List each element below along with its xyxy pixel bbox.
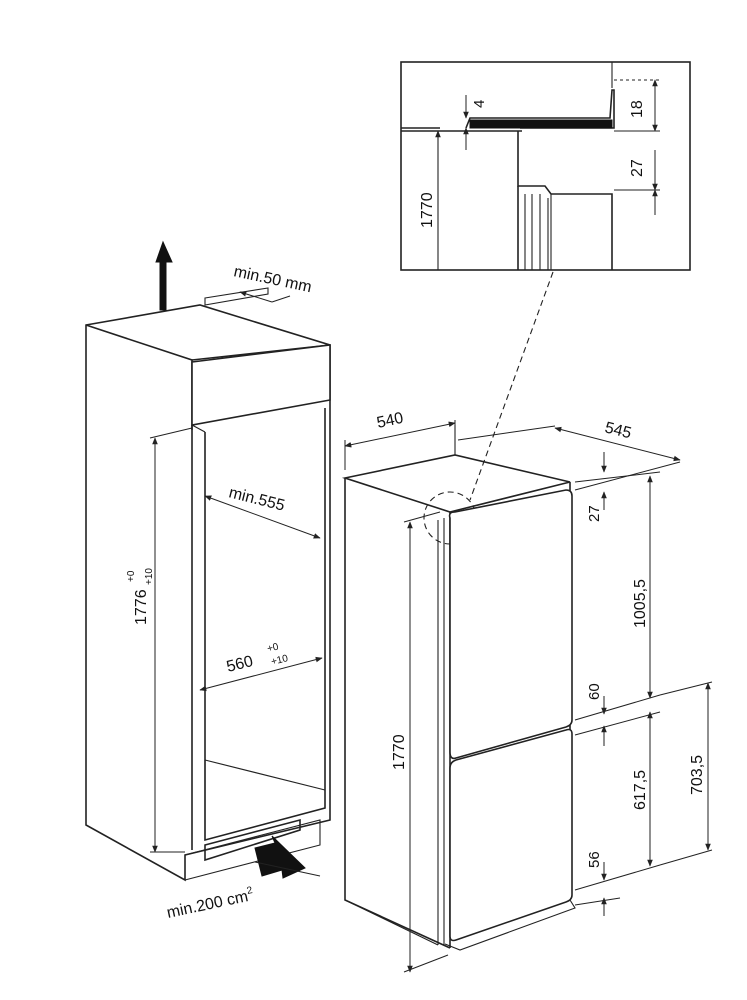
- appliance: 540 545 1770 27 1005,5 60 617,5: [341, 410, 713, 973]
- niche-height-tol-top: +0: [126, 570, 137, 582]
- appliance-door-gap-label: 60: [586, 683, 603, 700]
- niche-width-label: 560: [225, 653, 255, 676]
- detail-frame: [400, 61, 691, 271]
- niche-width-tol-bottom: +10: [270, 653, 290, 668]
- appliance-lower-total-label: 703,5: [689, 755, 706, 795]
- detail-gap-label: 4: [471, 100, 488, 108]
- detail-height-label: 1770: [419, 192, 436, 228]
- appliance-height-label: 1770: [391, 734, 408, 770]
- appliance-width-label: 540: [375, 410, 405, 432]
- appliance-depth-label: 545: [603, 419, 633, 442]
- detail-leader-line: [469, 271, 554, 501]
- niche-width-tol-top: +0: [266, 641, 280, 655]
- niche-cabinet: min.50 mm min.555 560 +0 +10 1776 +0 +10…: [85, 240, 331, 922]
- detail-offset-label: 27: [629, 159, 646, 177]
- niche-height-label: 1776: [133, 589, 150, 625]
- up-airflow-arrow-icon: [155, 240, 173, 311]
- appliance-top-gap-label: 27: [586, 505, 603, 522]
- niche-height-tol-bottom: +10: [144, 568, 155, 585]
- appliance-bottom-gap-label: 56: [586, 851, 603, 868]
- vent-area-value: min.200 cm: [165, 888, 249, 922]
- detail-top-offset-label: 18: [629, 100, 646, 118]
- inlet-airflow-arrow-icon: [254, 835, 306, 879]
- detail-view: 4 18 27 1770: [400, 61, 691, 271]
- appliance-upper-door-label: 1005,5: [632, 579, 649, 628]
- appliance-lower-door-label: 617,5: [632, 770, 649, 810]
- vent-area-superscript: 2: [246, 885, 254, 897]
- niche-vent-area-label: min.200 cm2: [165, 885, 256, 922]
- niche-depth-label: min.555: [227, 484, 286, 514]
